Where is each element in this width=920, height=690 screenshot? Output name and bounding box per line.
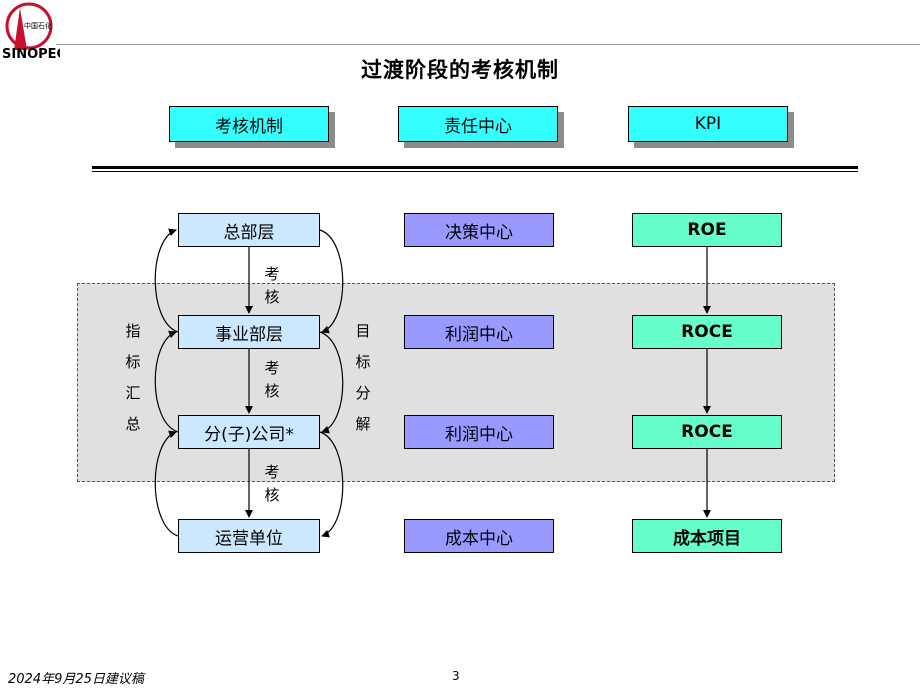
goal-decomposition-label: 目 标 分 解 (353, 316, 373, 440)
level-subsidiary: 分(子)公司* (178, 415, 320, 449)
left-label-char-2: 标 (125, 353, 141, 371)
assess-label-2: 考 核 (262, 357, 282, 403)
logo-brand: SINOPEC (2, 47, 60, 62)
center-profit-2: 利润中心 (404, 415, 554, 449)
right-label-char-4: 解 (355, 415, 371, 433)
page-number: 3 (452, 669, 460, 683)
assess-label-1-char-2: 核 (264, 288, 280, 306)
header-assessment: 考核机制 (169, 106, 329, 142)
kpi-roe: ROE (632, 213, 782, 247)
center-profit-1: 利润中心 (404, 315, 554, 349)
assess-label-1: 考 核 (262, 263, 282, 309)
left-label-char-4: 总 (125, 415, 141, 433)
sinopec-logo-icon: 中国石化 SINOPEC (0, 0, 66, 62)
assess-label-3-char-1: 考 (264, 463, 280, 481)
assess-label-3: 考 核 (262, 461, 282, 507)
assess-label-2-char-2: 核 (264, 382, 280, 400)
assess-label-2-char-1: 考 (264, 359, 280, 377)
left-label-char-3: 汇 (125, 384, 141, 402)
page-title: 过渡阶段的考核机制 (361, 58, 559, 82)
assess-label-1-char-1: 考 (264, 265, 280, 283)
header-line (56, 44, 920, 45)
right-label-char-3: 分 (355, 384, 371, 402)
footer-date: 2024年9月25日建议稿 (8, 672, 144, 687)
separator-thin (92, 171, 858, 172)
kpi-roce-2: ROCE (632, 415, 782, 449)
center-decision: 决策中心 (404, 213, 554, 247)
center-cost: 成本中心 (404, 519, 554, 553)
level-division: 事业部层 (178, 315, 320, 349)
right-label-char-2: 标 (355, 353, 371, 371)
assess-label-3-char-2: 核 (264, 486, 280, 504)
logo-text: 中国石化 (24, 21, 52, 30)
kpi-cost-items: 成本项目 (632, 519, 782, 553)
level-operating-unit: 运营单位 (178, 519, 320, 553)
kpi-roce-1: ROCE (632, 315, 782, 349)
level-headquarters: 总部层 (178, 213, 320, 247)
header-responsibility: 责任中心 (398, 106, 558, 142)
indicator-aggregation-label: 指 标 汇 总 (123, 316, 143, 440)
header-kpi: KPI (628, 106, 788, 142)
separator-thick (92, 166, 858, 169)
right-label-char-1: 目 (355, 322, 371, 340)
left-label-char-1: 指 (125, 322, 141, 340)
